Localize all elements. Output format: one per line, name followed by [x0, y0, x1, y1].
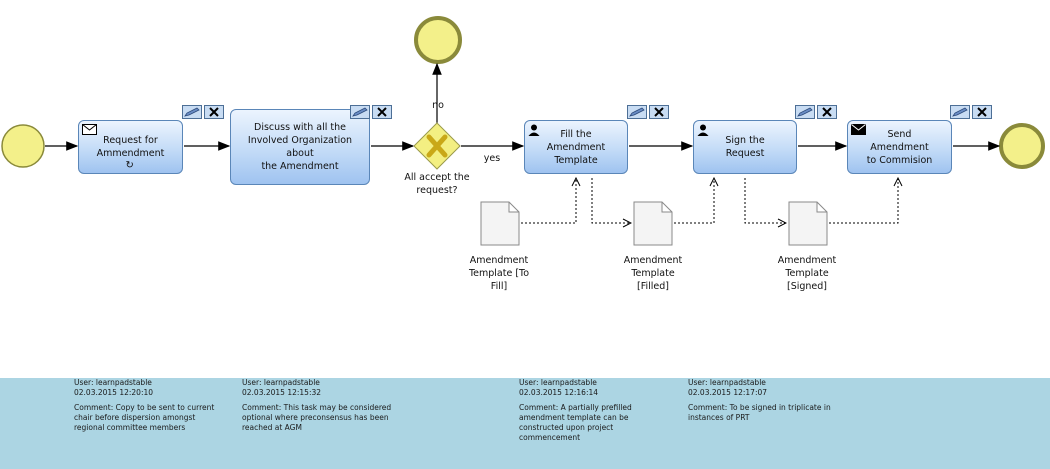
comment-text: Comment: To be signed in triplicate in i… [688, 403, 831, 422]
task-send-amendment[interactable]: Send Amendment to Commision [847, 120, 952, 174]
start-event[interactable] [1, 124, 45, 168]
comment-note: User: learnpadstable 02.03.2015 12:17:07… [688, 378, 838, 423]
pencil-icon [952, 107, 968, 117]
assoc-filled-to-sign[interactable] [674, 178, 714, 224]
delete-button[interactable] [372, 105, 392, 119]
task-toolbar [627, 105, 671, 119]
task-toolbar [950, 105, 994, 119]
comment-note: User: learnpadstable 02.03.2015 12:15:32… [242, 378, 392, 433]
edit-button[interactable] [350, 105, 370, 119]
pencil-icon [797, 107, 813, 117]
flow-label-no: no [432, 100, 444, 111]
end-event-completed[interactable] [999, 123, 1045, 169]
envelope-filled-icon [851, 124, 866, 139]
task-toolbar [795, 105, 839, 119]
user-icon [697, 124, 709, 140]
pencil-icon [184, 107, 200, 117]
delete-button[interactable] [649, 105, 669, 119]
comment-text: Comment: A partially prefilled amendment… [519, 403, 632, 442]
delete-button[interactable] [972, 105, 992, 119]
gateway-x-icon [426, 134, 448, 158]
edit-button[interactable] [795, 105, 815, 119]
task-label: Fill the Amendment Template [546, 128, 606, 166]
assoc-tofill-to-fill[interactable] [521, 178, 576, 224]
comment-user: User: learnpadstable [519, 378, 597, 387]
assoc-sign-to-signed[interactable] [744, 178, 786, 223]
task-fill-template[interactable]: Fill the Amendment Template [524, 120, 628, 174]
delete-button[interactable] [204, 105, 224, 119]
pencil-icon [352, 107, 368, 117]
comment-user: User: learnpadstable [688, 378, 766, 387]
edit-button[interactable] [950, 105, 970, 119]
task-label: Request for Ammendment [96, 135, 165, 159]
comment-timestamp: 02.03.2015 12:20:10 [74, 388, 154, 397]
comment-timestamp: 02.03.2015 12:16:14 [519, 388, 599, 397]
task-label: Sign the Request [725, 135, 765, 159]
edit-button[interactable] [182, 105, 202, 119]
task-request-amendment[interactable]: Request for Ammendment ↻ [78, 120, 183, 174]
loop-marker-icon: ↻ [125, 160, 134, 171]
connectors-layer [1, 16, 1045, 246]
comment-user: User: learnpadstable [74, 378, 152, 387]
comment-text: Comment: Copy to be sent to current chai… [74, 403, 215, 432]
document-filled-label: Amendment Template [Filled] [623, 255, 683, 292]
end-event-rejected[interactable] [414, 16, 462, 64]
comment-user: User: learnpadstable [242, 378, 320, 387]
flow-label-yes: yes [483, 153, 501, 164]
comments-panel: User: learnpadstable 02.03.2015 12:20:10… [0, 378, 1050, 469]
document-signed-icon[interactable] [788, 201, 828, 246]
task-label: Send Amendment to Commision [866, 128, 933, 166]
document-filled-icon[interactable] [633, 201, 673, 246]
envelope-outline-icon [82, 124, 97, 139]
task-sign-request[interactable]: Sign the Request [693, 120, 797, 174]
task-toolbar [182, 105, 226, 119]
edit-button[interactable] [627, 105, 647, 119]
task-discuss[interactable]: Discuss with all the Involved Organizati… [230, 109, 370, 185]
gateway-label: All accept the request? [404, 172, 470, 196]
document-tofill-label: Amendment Template [To Fill] [468, 255, 530, 292]
close-icon [377, 107, 387, 117]
comment-timestamp: 02.03.2015 12:15:32 [242, 388, 322, 397]
assoc-fill-to-filled[interactable] [591, 178, 631, 223]
comment-text: Comment: This task may be considered opt… [242, 403, 392, 432]
document-signed-label: Amendment Template [Signed] [777, 255, 837, 292]
close-icon [977, 107, 987, 117]
document-tofill-icon[interactable] [480, 201, 520, 246]
comment-note: User: learnpadstable 02.03.2015 12:20:10… [74, 378, 224, 433]
task-toolbar [350, 105, 394, 119]
close-icon [654, 107, 664, 117]
comment-timestamp: 02.03.2015 12:17:07 [688, 388, 768, 397]
close-icon [209, 107, 219, 117]
close-icon [822, 107, 832, 117]
delete-button[interactable] [817, 105, 837, 119]
comment-note: User: learnpadstable 02.03.2015 12:16:14… [519, 378, 669, 443]
task-label: Discuss with all the Involved Organizati… [247, 122, 353, 172]
assoc-signed-to-send[interactable] [829, 178, 898, 224]
user-icon [528, 124, 540, 140]
pencil-icon [629, 107, 645, 117]
process-diagram: Request for Ammendment ↻ Discuss with al… [1, 16, 1045, 292]
